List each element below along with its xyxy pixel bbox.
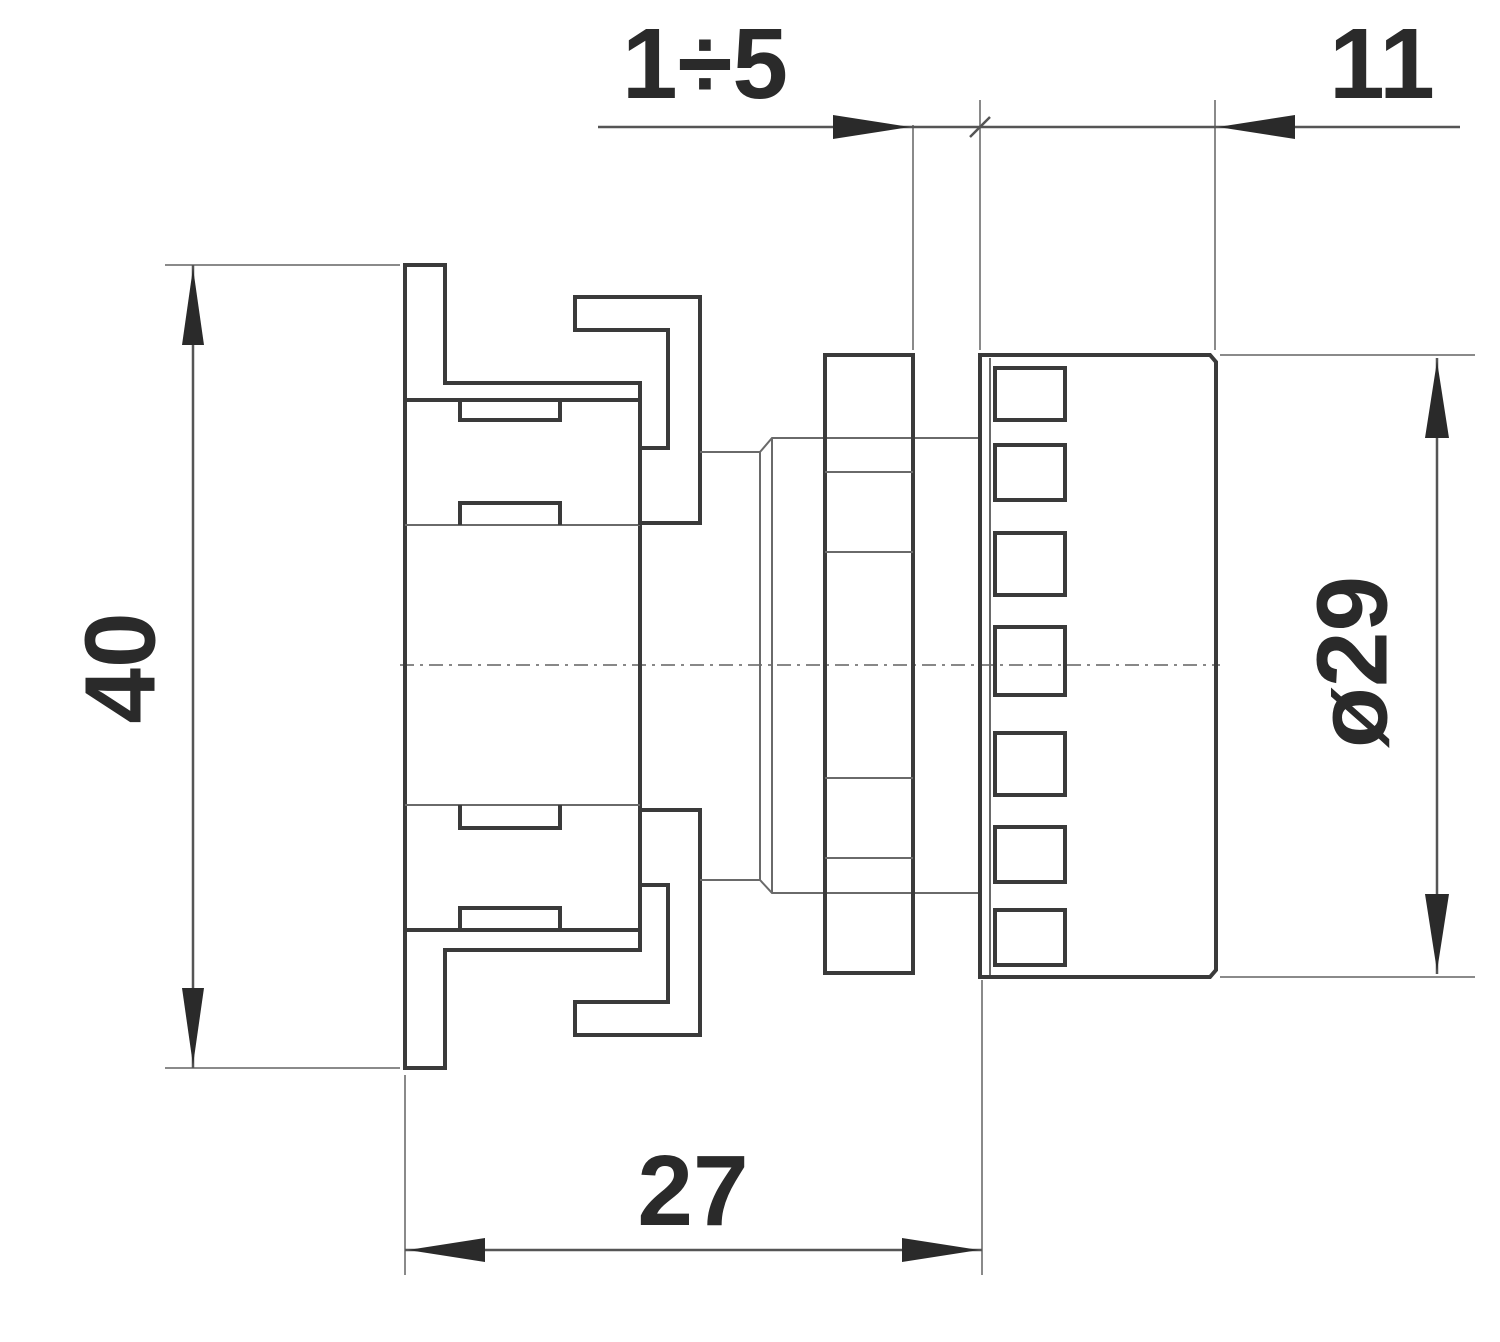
dimension-height: 40 xyxy=(64,265,204,1068)
dimension-panel-range-label: 1÷5 xyxy=(622,8,788,120)
shaft xyxy=(700,437,980,894)
dimension-diameter-label: ø29 xyxy=(1296,576,1408,748)
mounting-nut xyxy=(823,353,915,975)
dimension-length-label: 27 xyxy=(637,1135,748,1247)
contact-block xyxy=(403,263,702,1070)
extension-lines xyxy=(165,100,1475,1275)
dimension-diameter: ø29 xyxy=(1296,358,1449,974)
dimension-height-label: 40 xyxy=(64,612,176,723)
dimension-cap-length-label: 11 xyxy=(1329,8,1435,120)
dimension-panel-range: 1÷5 xyxy=(598,8,991,139)
dimension-cap-length: 11 xyxy=(980,8,1460,139)
dimension-length: 27 xyxy=(405,1135,982,1262)
button-head xyxy=(978,353,1218,979)
